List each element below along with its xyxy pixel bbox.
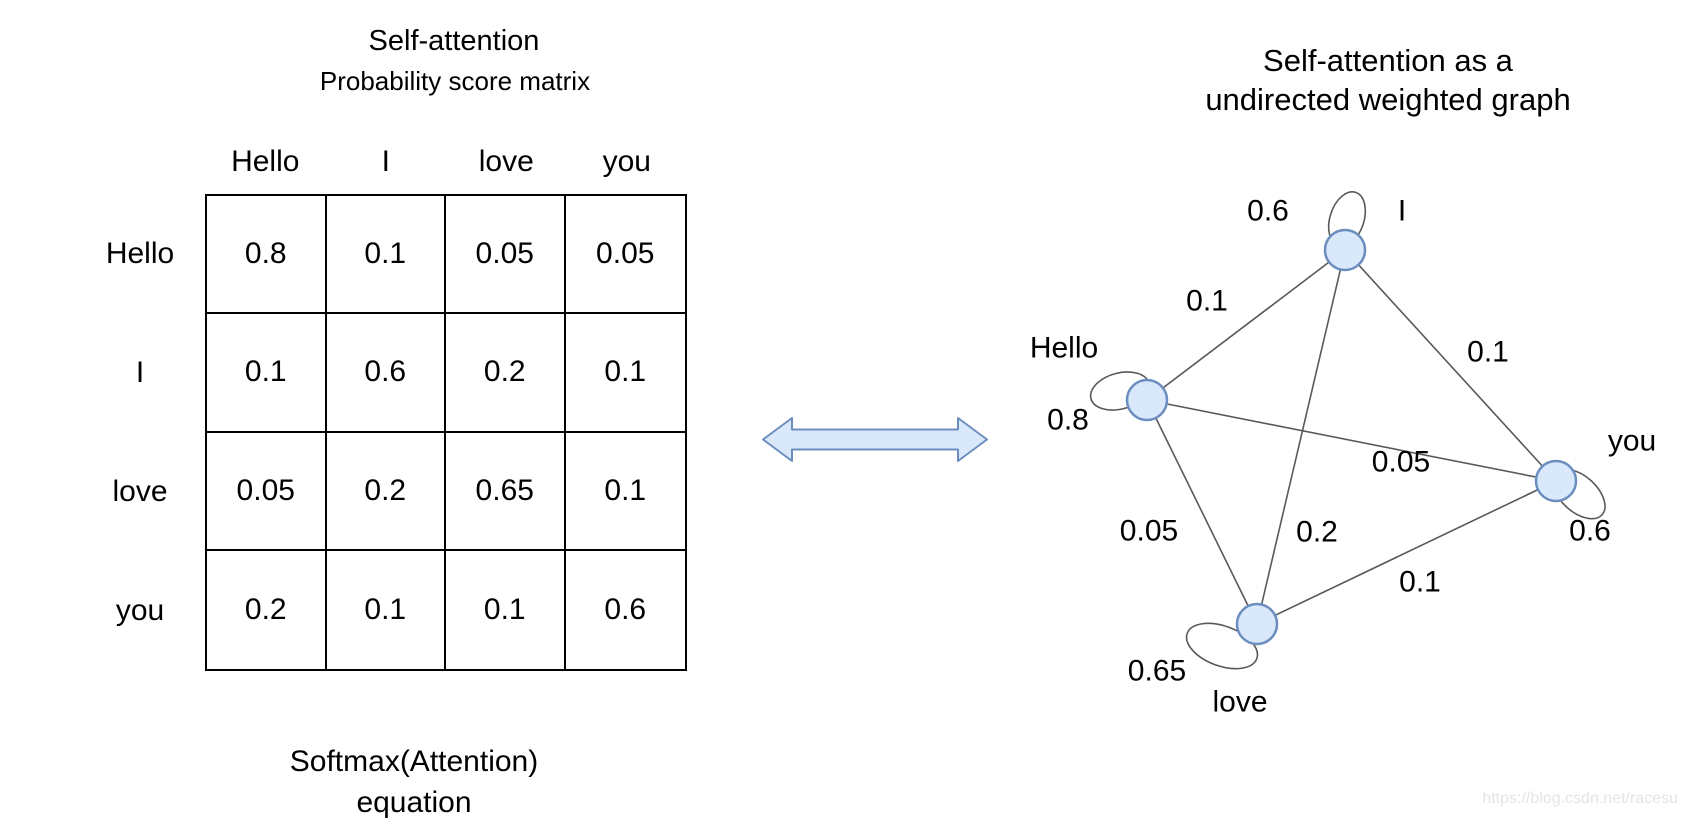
probability-matrix-table: 0.8 0.1 0.05 0.05 0.1 0.6 0.2 0.1 0.05 0…	[205, 194, 687, 671]
edge-weight-love-you: 0.1	[1399, 566, 1441, 599]
matrix-cell: 0.65	[446, 432, 566, 551]
row-label-love: love	[112, 475, 168, 509]
edge-weight-i-love: 0.2	[1296, 516, 1338, 549]
matrix-title-line2: Probability score matrix	[319, 66, 591, 96]
node-label-i: I	[1398, 195, 1406, 228]
matrix-cell: 0.2	[326, 432, 446, 551]
edge-i-love	[1256, 249, 1346, 625]
matrix-cell: 0.6	[604, 592, 647, 626]
node-hello	[1125, 378, 1169, 422]
matrix-cell: 0.2	[207, 550, 327, 669]
node-love	[1235, 602, 1279, 646]
softmax-equation-line2: equation	[356, 786, 472, 819]
row-label-you: you	[115, 594, 165, 628]
node-label-love: love	[1212, 686, 1267, 719]
self-loop-love	[1185, 622, 1259, 670]
edge-weight-i-you: 0.1	[1467, 336, 1509, 369]
matrix-cell: 0.1	[565, 433, 685, 551]
bidirectional-arrow-icon	[762, 417, 988, 462]
row-label-hello: Hello	[105, 236, 175, 270]
self-weight-you: 0.6	[1569, 515, 1611, 548]
matrix-cell: 0.1	[207, 314, 327, 433]
matrix-cell: 0.1	[327, 550, 446, 669]
self-weight-i: 0.6	[1247, 195, 1289, 228]
matrix-cell: 0.6	[326, 314, 446, 433]
edge-hello-i	[1146, 249, 1346, 401]
attention-graph: I Hello you love 0.6 0.8 0.6 0.65 0.1 0.…	[1030, 191, 1656, 719]
row-label-i: I	[135, 355, 145, 389]
matrix-cell: 0.1	[565, 314, 685, 433]
node-you	[1534, 459, 1578, 503]
col-header-hello: Hello	[231, 145, 300, 178]
node-label-you: you	[1608, 425, 1656, 458]
matrix-cell: 0.05	[207, 432, 327, 551]
edge-weight-hello-i: 0.1	[1186, 285, 1228, 318]
matrix-row-labels: Hello I love you	[65, 194, 215, 671]
graph-title-line2: undirected weighted graph	[1205, 82, 1571, 117]
graph-title-line1: Self-attention as a	[1263, 43, 1513, 78]
edge-i-you	[1344, 249, 1557, 482]
edge-hello-love	[1146, 399, 1258, 625]
edge-hello-you	[1146, 399, 1557, 482]
edge-love-you	[1256, 480, 1557, 625]
edge-weight-hello-love: 0.05	[1120, 515, 1178, 548]
col-header-love: love	[478, 145, 534, 178]
matrix-cell: 0.2	[446, 314, 566, 433]
self-weight-love: 0.65	[1128, 655, 1186, 688]
self-weight-hello: 0.8	[1047, 404, 1089, 437]
matrix-cell: 0.1	[446, 550, 566, 669]
matrix-cell: 0.05	[446, 196, 566, 315]
matrix-title-line1: Self-attention	[368, 25, 540, 57]
watermark-url: https://blog.csdn.net/racesu	[1482, 790, 1678, 807]
col-header-you: you	[602, 145, 651, 178]
matrix-cell: 0.8	[207, 196, 327, 315]
matrix-cell: 0.05	[565, 196, 685, 315]
col-header-i: I	[381, 145, 390, 178]
softmax-equation-line1: Softmax(Attention)	[289, 745, 539, 778]
matrix-cell: 0.1	[326, 196, 446, 315]
node-i	[1323, 228, 1367, 272]
edge-weight-hello-you: 0.05	[1372, 446, 1430, 479]
matrix-column-headers: Hello I love you	[205, 142, 687, 182]
node-label-hello: Hello	[1030, 332, 1098, 365]
